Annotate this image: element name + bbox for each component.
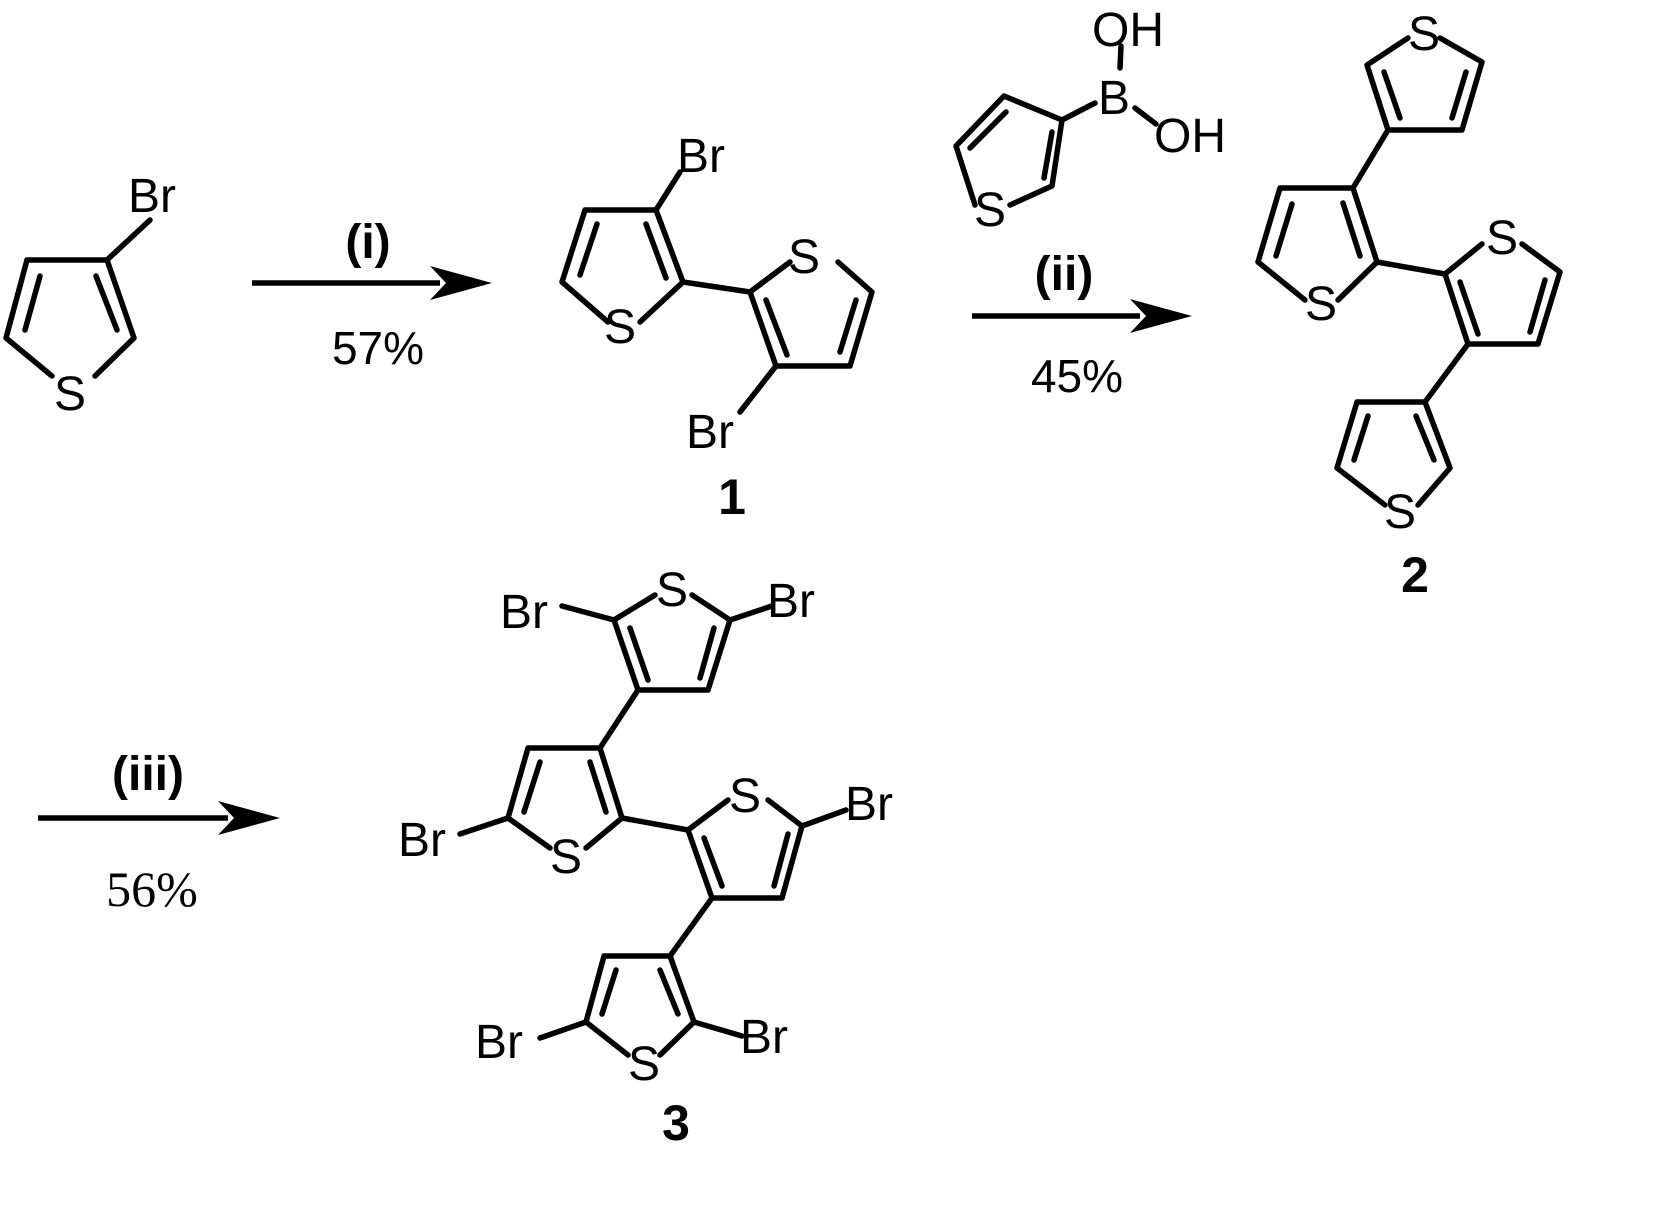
- atom-s: S: [1408, 8, 1440, 61]
- step-yield-i: 57%: [332, 322, 424, 374]
- step-yield-iii: 56%: [106, 861, 198, 917]
- atom-br: Br: [500, 586, 548, 639]
- atom-s: S: [1305, 278, 1337, 331]
- reaction-arrow-ii: (ii) 45%: [972, 248, 1192, 402]
- atom-br: Br: [128, 170, 176, 223]
- reaction-arrow-i: (i) 57%: [252, 216, 492, 374]
- atom-s: S: [54, 368, 86, 421]
- atom-b: B: [1098, 72, 1130, 125]
- molecule-compound-1: S S Br Br 1: [559, 130, 875, 525]
- atom-s: S: [628, 1038, 660, 1091]
- atom-s: S: [788, 231, 820, 284]
- atom-br: Br: [845, 778, 893, 831]
- reaction-arrow-iii: (iii) 56%: [38, 748, 280, 917]
- atom-br: Br: [398, 814, 446, 867]
- molecule-3-bromothiophene: S Br: [3, 170, 176, 421]
- molecule-3-thienylboronic-acid: S B OH OH: [953, 4, 1226, 237]
- atom-s: S: [729, 770, 761, 823]
- compound-label-3: 3: [662, 1095, 690, 1151]
- atom-s: S: [604, 301, 636, 354]
- step-yield-ii: 45%: [1031, 350, 1123, 402]
- step-label-iii: (iii): [112, 748, 184, 801]
- atom-oh: OH: [1092, 4, 1164, 57]
- molecule-compound-2: S S S S 2: [1255, 8, 1563, 603]
- atom-br: Br: [686, 406, 734, 459]
- atom-s: S: [656, 564, 688, 617]
- step-label-ii: (ii): [1035, 248, 1094, 301]
- compound-label-1: 1: [718, 469, 746, 525]
- atom-s: S: [550, 831, 582, 884]
- atom-s: S: [1486, 212, 1518, 265]
- molecule-compound-3: S Br Br S Br S Br S Br Br 3: [398, 564, 893, 1151]
- atom-br: Br: [677, 130, 725, 183]
- atom-oh: OH: [1154, 110, 1226, 163]
- atom-br: Br: [740, 1011, 788, 1064]
- atom-s: S: [974, 184, 1006, 237]
- atom-br: Br: [475, 1016, 523, 1069]
- step-label-i: (i): [345, 216, 390, 269]
- compound-label-2: 2: [1401, 547, 1429, 603]
- atom-s: S: [1384, 486, 1416, 539]
- atom-br: Br: [767, 575, 815, 628]
